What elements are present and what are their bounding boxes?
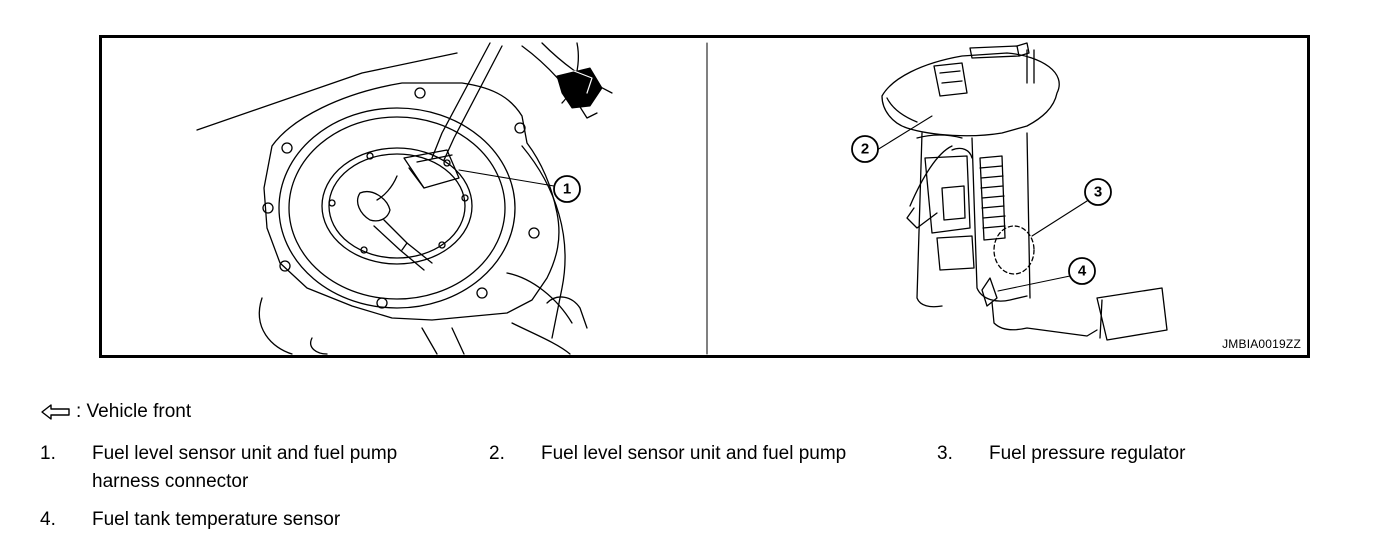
right-panel-fuel-pump	[881, 42, 1168, 341]
callout-leader-1	[458, 169, 555, 187]
diagram-illustration: 1	[196, 42, 1168, 355]
diagram-figure: 1	[99, 35, 1310, 358]
svg-text:4: 4	[1078, 263, 1087, 280]
vehicle-front-label: : Vehicle front	[76, 401, 192, 422]
svg-text:3: 3	[1094, 184, 1102, 201]
legend-item-number: 1.	[40, 443, 56, 464]
svg-text:2: 2	[861, 141, 869, 158]
vehicle-front-arrow-icon	[41, 404, 70, 420]
legend-item-text: Fuel pressure regulator	[989, 443, 1186, 464]
legend-item-number: 2.	[489, 443, 505, 464]
legend-item-text: Fuel level sensor unit and fuel pump	[541, 443, 847, 464]
legend-item-text-continued: harness connector	[92, 471, 249, 492]
svg-text:1: 1	[563, 181, 571, 198]
callout-leader-3	[1031, 200, 1088, 237]
callout-leader-2	[876, 115, 933, 151]
legend-item-number: 4.	[40, 509, 56, 530]
legend-item-number: 3.	[937, 443, 953, 464]
callout-leader-4	[997, 275, 1071, 292]
vehicle-front-legend: : Vehicle front	[40, 401, 191, 423]
callout-3: 3	[1084, 178, 1112, 206]
legend-item-text: Fuel tank temperature sensor	[92, 509, 341, 530]
figure-code: JMBIA0019ZZ	[1222, 337, 1301, 351]
callout-2: 2	[851, 135, 879, 163]
left-panel-tank-opening	[196, 42, 613, 355]
callout-1: 1	[553, 175, 581, 203]
callout-4: 4	[1068, 257, 1096, 285]
legend-item-text: Fuel level sensor unit and fuel pump	[92, 443, 398, 464]
